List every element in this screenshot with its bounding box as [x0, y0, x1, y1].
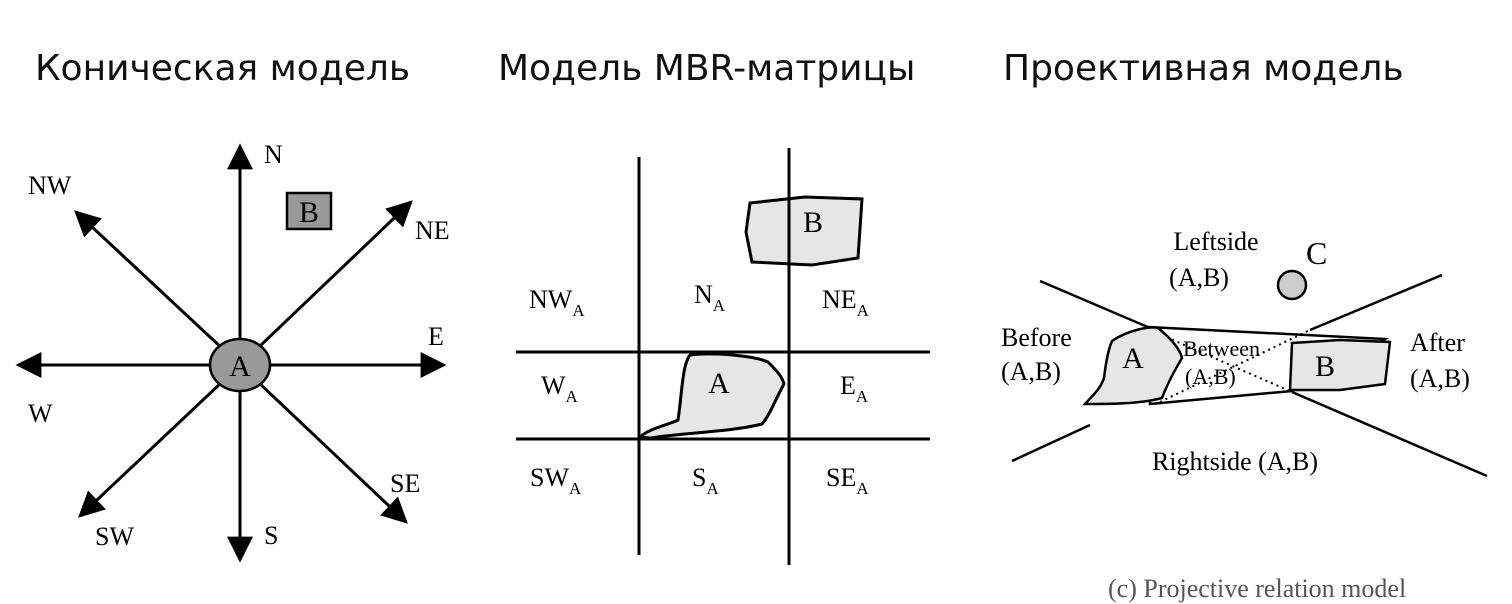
dir-se-label: SE [390, 469, 420, 498]
mbr-model: B A NWA NA NEA WA EA SWA SA SEA [516, 148, 930, 565]
before-label: Before(A,B) [1001, 323, 1072, 386]
cell-s-label: SA [692, 463, 719, 498]
arrow-nw [74, 210, 242, 367]
cone-model-title: Коническая модель [35, 48, 411, 89]
mbr-object-a-label: A [708, 367, 730, 400]
rightside-label: Rightside (A,B) [1152, 447, 1318, 476]
mbr-model-title: Модель MBR-матрицы [498, 48, 916, 89]
boundary-line-lower-left [1011, 423, 1091, 463]
cell-nw-label: NWA [529, 285, 585, 320]
cell-n-label: NA [694, 280, 726, 315]
object-c-circle [1276, 269, 1308, 301]
boundary-line-lower-right [1291, 390, 1488, 478]
cell-sw-label: SWA [530, 463, 582, 498]
dir-ne-label: NE [415, 216, 450, 245]
cell-w-label: WA [541, 371, 579, 406]
object-a-label: A [229, 350, 251, 383]
diagonal-dotted-2 [1159, 329, 1311, 403]
object-c-label: C [1306, 235, 1327, 271]
arrow-sw [78, 363, 242, 518]
projective-model-title: Проективная модель [1003, 48, 1404, 89]
dir-sw-label: SW [95, 522, 134, 551]
cell-ne-label: NEA [822, 285, 870, 320]
object-b-label: B [299, 196, 319, 229]
dir-nw-label: NW [28, 171, 72, 200]
proj-object-b-label: B [1315, 350, 1335, 383]
mbr-object-b-label: B [803, 206, 823, 239]
arrow-se [238, 363, 408, 524]
diagonal-dotted-1 [1149, 329, 1293, 393]
object-b-box [285, 191, 333, 231]
proj-object-a-shape [1082, 326, 1184, 406]
between-label: Between(A,B) [1183, 336, 1260, 389]
object-a-ellipse [208, 337, 272, 393]
cell-e-label: EA [840, 371, 869, 406]
projective-model: A B C Leftside(A,B) Before(A,B) Between(… [1001, 227, 1488, 478]
boundary-line-upper-right [1309, 273, 1443, 332]
proj-object-a-label: A [1122, 342, 1144, 375]
cone-model: A B N NE E SE S SW W NW [15, 140, 450, 563]
proj-object-b-shape [1288, 338, 1392, 392]
cell-se-label: SEA [826, 463, 869, 498]
figure-caption: (c) Projective relation model [1108, 574, 1407, 603]
dir-w-label: W [28, 399, 53, 428]
object-a-shape [636, 352, 786, 440]
leftside-label: Leftside(A,B) [1169, 227, 1259, 292]
dir-e-label: E [428, 322, 444, 351]
object-b-shape [744, 195, 864, 267]
boundary-line-upper-left [1039, 279, 1151, 330]
dir-s-label: S [264, 521, 278, 550]
dir-n-label: N [264, 140, 283, 169]
arrow-ne [238, 200, 413, 367]
after-label: After(A,B) [1410, 328, 1470, 393]
